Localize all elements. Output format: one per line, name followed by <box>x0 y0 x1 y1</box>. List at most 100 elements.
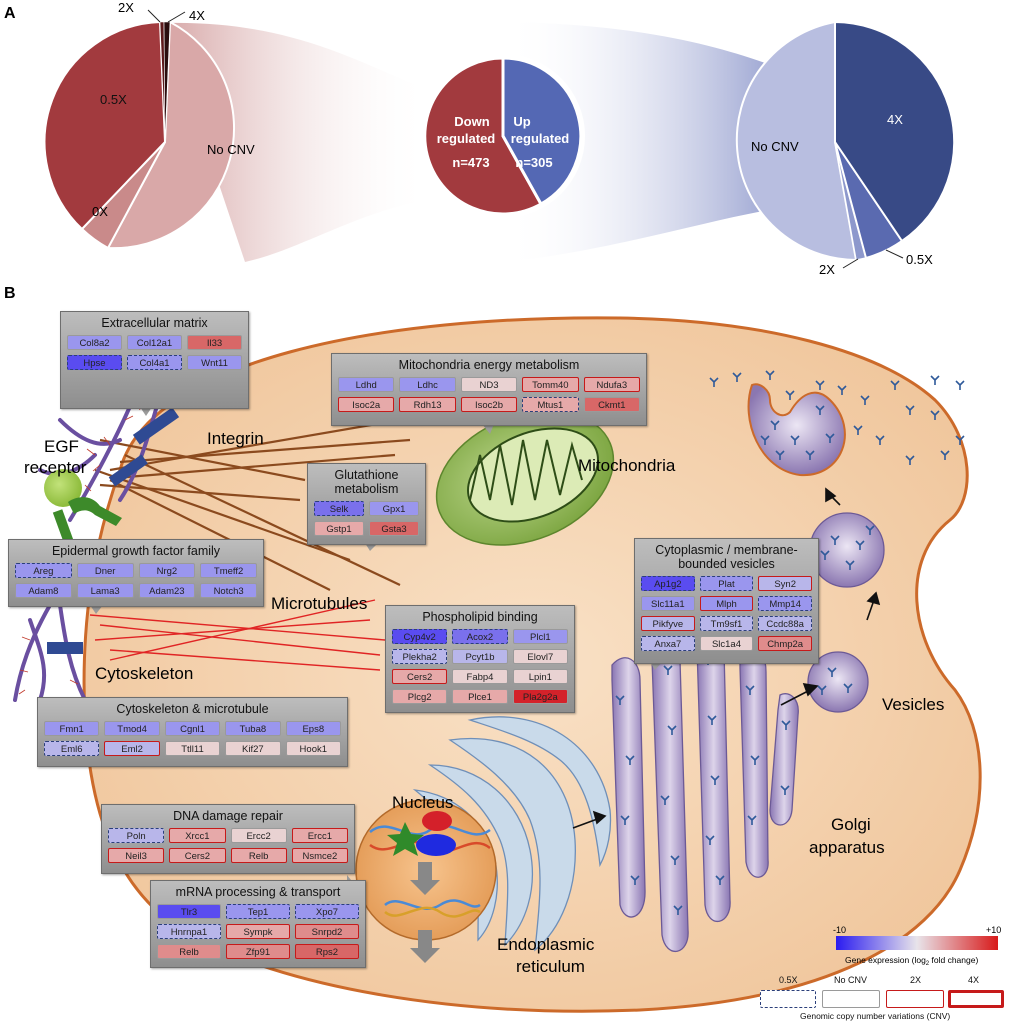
legend-min: -10 <box>833 925 846 935</box>
callout-title-mito: Mitochondria energy metabolism <box>398 358 580 372</box>
gene-box: Hpse <box>67 355 122 370</box>
callout-title-egf: Epidermal growth factor family <box>51 544 221 558</box>
up-label-n: n=305 <box>515 155 552 170</box>
center-pie-up-slice <box>501 56 583 207</box>
down-label-line1: Down <box>454 114 489 129</box>
label-egf-line1: EGF <box>44 437 79 456</box>
antibody-glyph <box>710 775 720 785</box>
antibody-glyph <box>785 390 795 400</box>
label-mitochondria: Mitochondria <box>578 456 676 475</box>
legend-cnv-label-2x: 2X <box>910 975 922 985</box>
label-integrin: Integrin <box>207 429 264 448</box>
gene-box: Lpin1 <box>512 669 568 684</box>
callout-title-ecm: Extracellular matrix <box>101 316 208 330</box>
legend-cnv-label-none: No CNV <box>834 975 868 985</box>
antibody-glyph <box>620 815 630 825</box>
gene-box: Neil3 <box>108 848 165 863</box>
gene-box: Plat <box>699 576 754 591</box>
gene-box: Chmp2a <box>758 636 812 651</box>
left-pie-05x-slice <box>43 20 167 231</box>
antibody-glyph <box>940 450 950 460</box>
legend-cnv-box-none <box>822 990 880 1008</box>
legend-cnv-label-05x: 0.5X <box>779 975 798 985</box>
gene-box: Xpo7 <box>295 904 359 919</box>
antibody-glyph <box>625 755 635 765</box>
gene-box: Gpx1 <box>369 501 419 516</box>
antibody-glyph <box>853 425 863 435</box>
legend-cnv-label-4x: 4X <box>968 975 980 985</box>
legend-max: +10 <box>986 925 1001 935</box>
gene-box: Poln <box>108 828 165 843</box>
antibody-glyph <box>865 525 875 535</box>
callout-title-dna: DNA damage repair <box>173 809 283 823</box>
antibody-glyph <box>732 372 742 382</box>
antibody-glyph <box>860 395 870 405</box>
callout-title-cyto: Cytoskeleton & microtubule <box>116 702 269 716</box>
antibody-glyph <box>827 667 837 677</box>
gene-box: Anxa7 <box>641 636 695 651</box>
gene-box: Snrpd2 <box>295 924 359 939</box>
gene-box: Pcyt1b <box>452 649 508 664</box>
gene-box: Gsta3 <box>369 521 419 536</box>
gene-box: Elovl7 <box>512 649 568 664</box>
panel-b-letter: B <box>4 285 16 302</box>
gene-box: Adam8 <box>15 583 72 598</box>
antibody-glyph <box>790 435 800 445</box>
gene-box: Acox2 <box>452 629 508 644</box>
antibody-glyph <box>673 905 683 915</box>
antibody-glyph <box>765 370 775 380</box>
gene-box: Sympk <box>226 924 290 939</box>
antibody-glyph <box>750 755 760 765</box>
antibody-glyph <box>955 380 965 390</box>
label-cytoskeleton: Cytoskeleton <box>95 664 193 683</box>
antibody-glyph <box>781 720 791 730</box>
panel-a-letter: A <box>4 5 16 22</box>
gene-box: Col12a1 <box>127 335 182 350</box>
egf-receptor-icon <box>44 469 122 543</box>
left-pie-chart: No CNV 0.5X 0X 2X 4X <box>43 0 255 250</box>
antibody-glyph <box>747 815 757 825</box>
gene-box: Wnt11 <box>187 355 242 370</box>
left-pie-label-no-cnv: No CNV <box>207 142 255 157</box>
antibody-glyph <box>775 450 785 460</box>
antibody-glyph <box>905 455 915 465</box>
gene-box: Ap1g2 <box>641 576 695 591</box>
right-pie-label-4x: 4X <box>887 112 903 127</box>
legend-color-bar <box>836 936 998 950</box>
antibody-glyph <box>890 380 900 390</box>
gene-box: Slc1a4 <box>699 636 754 651</box>
cytoskeleton-lines <box>89 599 386 671</box>
gene-box: Syn2 <box>758 576 812 591</box>
gene-box: Plce1 <box>452 689 508 704</box>
gene-box: Slc11a1 <box>641 596 695 611</box>
secreting-vesicle <box>747 383 846 477</box>
antibody-glyph <box>630 875 640 885</box>
antibody-glyph <box>875 435 885 445</box>
vesicle-upper <box>809 512 885 588</box>
mitochondria-organelle <box>435 410 615 546</box>
nucleus-organelle <box>355 799 497 963</box>
gene-box: Lama3 <box>76 583 134 598</box>
gene-box: Gstp1 <box>314 521 364 536</box>
gene-box: Rdh13 <box>399 397 456 412</box>
antibody-glyph <box>843 683 853 693</box>
legend-expression: -10 +10 Gene expression (log2 fold chang… <box>833 925 1001 967</box>
left-pie-no-cnv-slice <box>106 20 235 250</box>
label-er-line1: Endoplasmic <box>497 935 595 954</box>
golgi-apparatus <box>611 624 799 953</box>
antibody-glyph <box>825 433 835 443</box>
legend-cnv-box-05x <box>760 990 816 1008</box>
label-microtubules: Microtubules <box>271 594 367 613</box>
antibody-glyph <box>905 405 915 415</box>
gene-box: Tomm40 <box>522 377 579 392</box>
callout-title-vesic: bounded vesicles <box>678 557 775 571</box>
antibody-glyph <box>670 855 680 865</box>
antibody-glyph <box>709 377 719 387</box>
gene-box: Ccdc88a <box>758 616 812 631</box>
